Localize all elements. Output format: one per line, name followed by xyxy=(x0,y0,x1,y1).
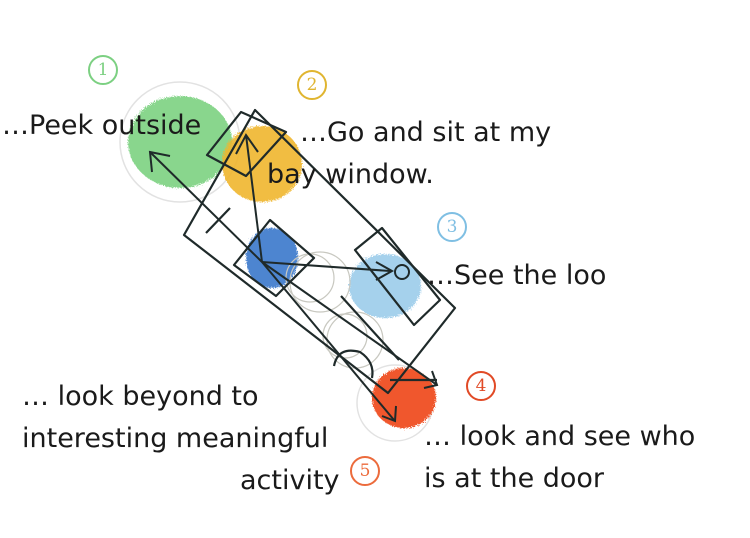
step-4-badge: 4 xyxy=(466,371,496,401)
outside-view-blob xyxy=(128,96,232,188)
step-2-badge: 2 xyxy=(297,70,327,100)
step-5-number: 5 xyxy=(359,461,371,481)
step-1-badge: 1 xyxy=(88,55,118,85)
step-5-label-line-2: interesting meaningful xyxy=(22,423,329,454)
step-4-label-line-1: … look and see who xyxy=(424,421,696,452)
step-5-label-line-3: activity xyxy=(240,465,340,496)
view-arrows xyxy=(148,133,439,423)
step-2-number: 2 xyxy=(306,75,318,95)
step-3-number: 3 xyxy=(446,217,458,237)
bay-window-blob xyxy=(222,126,302,202)
step-5-label-line-1: … look beyond to xyxy=(22,381,259,412)
step-4-number: 4 xyxy=(475,376,487,396)
step-4-label-line-2: is at the door xyxy=(424,463,605,494)
step-5-badge: 5 xyxy=(350,456,380,486)
step-3-label: …See the loo xyxy=(427,260,607,291)
step-3-badge: 3 xyxy=(437,212,467,242)
step-2-label-line-1: …Go and sit at my xyxy=(300,117,552,148)
step-2-label-line-2: bay window. xyxy=(267,159,434,190)
room-outline xyxy=(182,108,457,395)
step-1-number: 1 xyxy=(97,60,109,80)
step-1-label: …Peek outside xyxy=(2,110,202,141)
